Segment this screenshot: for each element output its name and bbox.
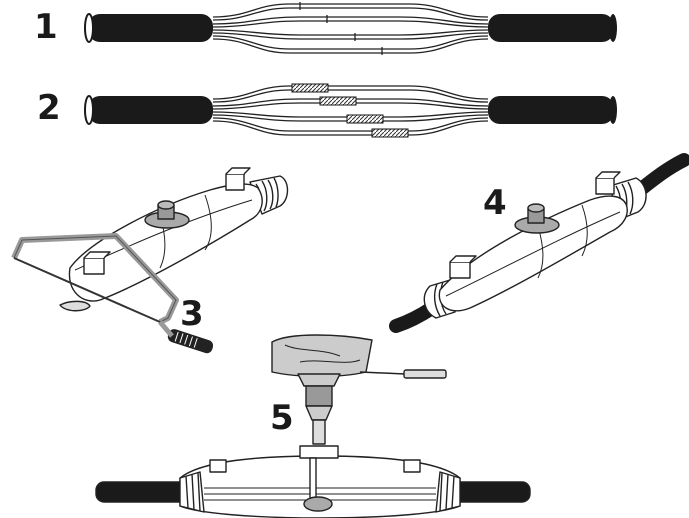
step-number-1: 1	[34, 7, 58, 47]
step-2-cable-connectors	[84, 83, 617, 138]
step-5-resin-filling	[95, 334, 531, 518]
step-4-completed-joint	[389, 153, 689, 333]
step-number-5: 5	[270, 398, 294, 438]
step-number-4: 4	[483, 183, 507, 223]
step-number-2: 2	[37, 88, 61, 128]
step-1-cable-cores	[84, 2, 617, 55]
step-number-3: 3	[180, 294, 204, 334]
step-3-shell-with-hacksaw	[11, 167, 289, 354]
